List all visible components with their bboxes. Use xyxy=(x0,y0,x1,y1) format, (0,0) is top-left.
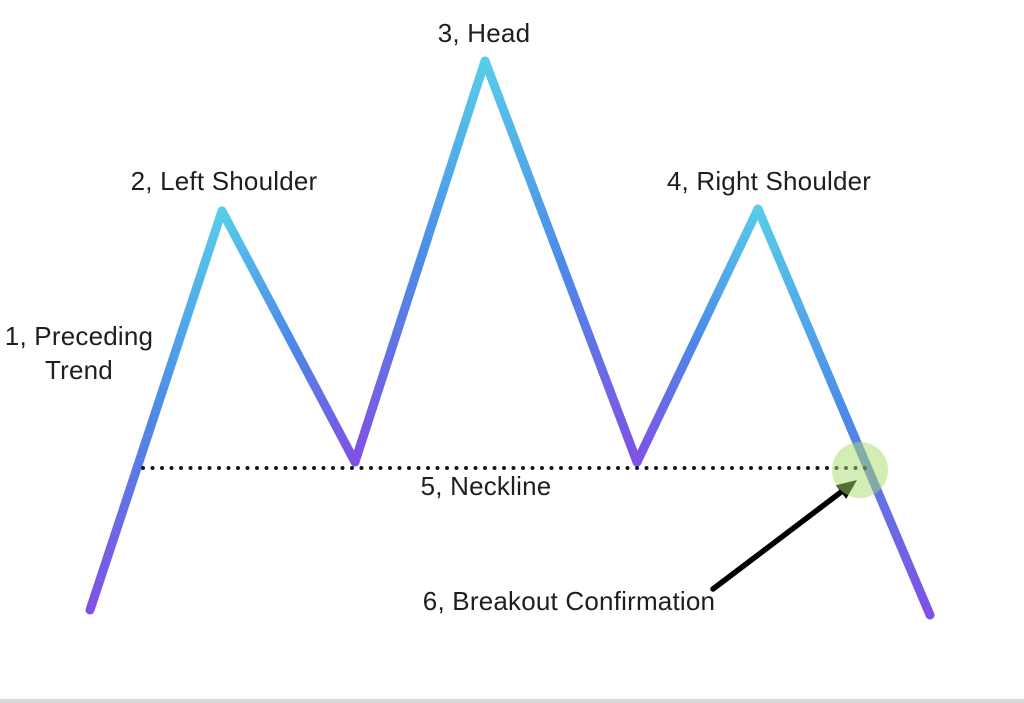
label-head: 3, Head xyxy=(437,18,531,48)
breakout-highlight-circle xyxy=(832,442,888,498)
pattern-line-segment xyxy=(480,56,642,467)
pattern-line-segment xyxy=(85,206,227,615)
pattern-line-segment xyxy=(753,204,935,620)
pattern-line-segment xyxy=(350,56,490,467)
pattern-line-segment xyxy=(632,204,763,467)
label-right-shoulder: 4, Right Shoulder xyxy=(666,166,872,196)
pattern-line-segment xyxy=(217,206,360,467)
label-preceding-trend: 1, Preceding Trend xyxy=(4,321,154,385)
label-breakout-confirmation: 6, Breakout Confirmation xyxy=(422,586,716,616)
breakout-arrow-shaft xyxy=(710,484,851,592)
label-left-shoulder: 2, Left Shoulder xyxy=(130,166,318,196)
bottom-divider xyxy=(0,699,1024,703)
label-neckline: 5, Neckline xyxy=(420,471,552,501)
